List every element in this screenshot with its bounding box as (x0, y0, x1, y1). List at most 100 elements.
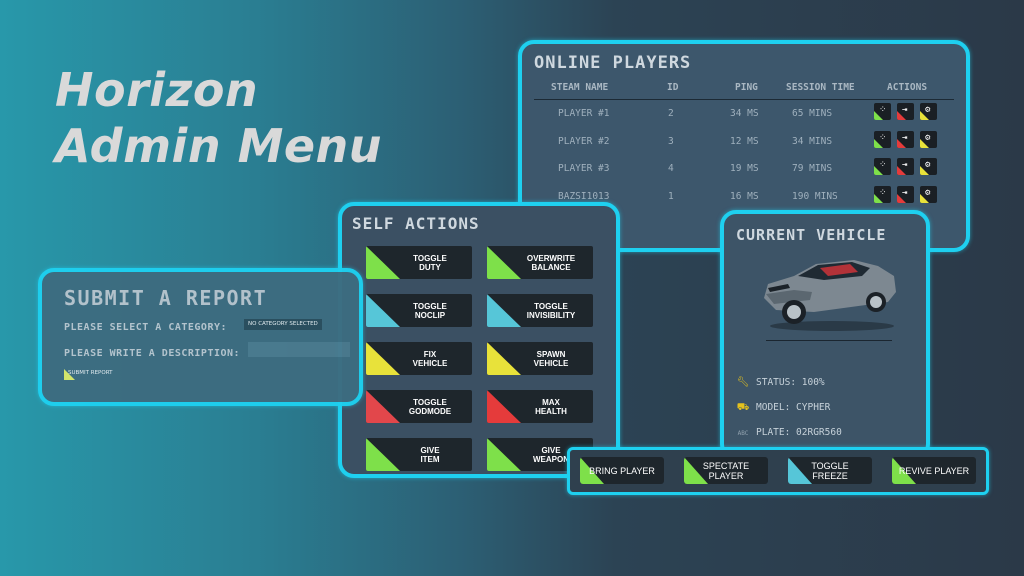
button-label: TOGGLE INVISIBILITY (526, 301, 576, 320)
crosshair-action-button[interactable]: ⁘ (874, 158, 891, 175)
header-id: ID (667, 82, 679, 93)
button-accent (366, 390, 400, 423)
plate-icon: ABC (737, 430, 749, 437)
player-id: 1 (668, 190, 674, 202)
toggle-invisibility-button[interactable]: TOGGLE INVISIBILITY (487, 294, 593, 327)
settings-action-button[interactable]: ⚙ (920, 103, 937, 120)
spectate-player-button[interactable]: SPECTATE PLAYER (684, 457, 768, 484)
crosshair-action-button[interactable]: ⁘ (874, 130, 891, 148)
button-label: TOGGLE DUTY (413, 253, 447, 272)
kick-action-button[interactable]: ⇥ (897, 158, 914, 175)
action-accent (920, 166, 929, 175)
button-label: TOGGLE FREEZE (811, 460, 849, 481)
table-divider (534, 99, 954, 100)
spawn-vehicle-button[interactable]: SPAWN VEHICLE (487, 342, 593, 375)
button-label: MAX HEALTH (535, 397, 567, 416)
player-ping: 16 MS (730, 190, 759, 202)
button-accent (366, 294, 400, 327)
button-accent (487, 390, 521, 423)
category-select[interactable]: NO CATEGORY SELECTED (244, 319, 322, 330)
vehicle-status: 🔧︎STATUS: 100% (736, 377, 825, 388)
row-actions: ⁘ ⇥ ⚙ (874, 130, 943, 148)
crosshair-action-button[interactable]: ⁘ (874, 103, 891, 120)
table-row: BAZSI1013 1 16 MS 190 MINS ⁘ ⇥ ⚙ (522, 184, 966, 210)
vehicle-plate-text: PLATE: 02RGR560 (756, 427, 842, 438)
settings-action-button[interactable]: ⚙ (920, 185, 937, 203)
header-session-time: SESSION TIME (786, 82, 855, 93)
vehicle-model-text: MODEL: CYPHER (756, 402, 831, 413)
vehicle-plate: ABC PLATE: 02RGR560 (736, 427, 842, 438)
button-accent (487, 438, 521, 471)
toggle-duty-button[interactable]: TOGGLE DUTY (366, 246, 472, 279)
action-accent (874, 111, 883, 120)
toggle-godmode-button[interactable]: TOGGLE GODMODE (366, 390, 472, 423)
button-accent (487, 294, 521, 327)
row-actions: ⁘ ⇥ ⚙ (874, 185, 943, 203)
kick-action-button[interactable]: ⇥ (897, 130, 914, 148)
button-accent (366, 342, 400, 375)
category-label: PLEASE SELECT A CATEGORY: (64, 322, 228, 333)
button-label: SPAWN VEHICLE (533, 349, 569, 368)
overwrite-balance-button[interactable]: OVERWRITE BALANCE (487, 246, 593, 279)
submit-report-button[interactable]: SUBMIT REPORT (64, 368, 124, 380)
player-name: PLAYER #2 (558, 135, 610, 147)
self-actions-title: SELF ACTIONS (352, 214, 480, 233)
action-accent (874, 138, 883, 148)
header-actions: ACTIONS (887, 82, 928, 93)
submit-report-accent (64, 369, 75, 380)
description-input[interactable] (248, 342, 350, 357)
player-ping: 34 MS (730, 108, 759, 119)
players-table-header: STEAM NAME ID PING SESSION TIME ACTIONS (522, 80, 966, 98)
button-accent (684, 457, 708, 484)
app-title: Horizon Admin Menu (55, 62, 382, 174)
button-label: FIX VEHICLE (412, 349, 448, 368)
player-name: BAZSI1013 (558, 190, 610, 202)
give-item-button[interactable]: GIVE ITEM (366, 438, 472, 471)
settings-action-button[interactable]: ⚙ (920, 130, 937, 148)
player-name: PLAYER #1 (558, 108, 610, 119)
player-session-time: 190 MINS (792, 190, 838, 202)
toggle-freeze-button[interactable]: TOGGLE FREEZE (788, 457, 872, 484)
button-label: TOGGLE GODMODE (408, 397, 452, 416)
button-accent (487, 342, 521, 375)
player-session-time: 65 MINS (792, 108, 833, 119)
car-icon: ⛟ (736, 402, 750, 413)
action-accent (897, 138, 906, 148)
kick-icon: ⇥ (902, 132, 908, 143)
player-ping: 12 MS (730, 135, 759, 147)
button-accent (366, 438, 400, 471)
submit-report-panel: SUBMIT A REPORT PLEASE SELECT A CATEGORY… (38, 268, 363, 406)
description-label: PLEASE WRITE A DESCRIPTION: (64, 348, 241, 359)
submit-report-title: SUBMIT A REPORT (64, 286, 268, 310)
online-players-title: ONLINE PLAYERS (534, 53, 692, 73)
max-health-button[interactable]: MAX HEALTH (487, 390, 593, 423)
crosshair-action-button[interactable]: ⁘ (874, 185, 891, 203)
header-steam-name: STEAM NAME (551, 82, 609, 93)
kick-action-button[interactable]: ⇥ (897, 185, 914, 203)
vehicle-divider (766, 340, 892, 341)
vehicle-model: ⛟ MODEL: CYPHER (736, 402, 831, 415)
button-accent (788, 457, 812, 484)
action-accent (897, 193, 906, 203)
row-actions: ⁘ ⇥ ⚙ (874, 158, 943, 175)
player-id: 2 (668, 108, 674, 119)
row-actions: ⁘ ⇥ ⚙ (874, 103, 943, 120)
button-label: TOGGLE NOCLIP (413, 301, 447, 320)
vehicle-image (764, 260, 896, 331)
settings-icon: ⚙ (925, 105, 931, 115)
kick-action-button[interactable]: ⇥ (897, 103, 914, 120)
bring-player-button[interactable]: BRING PLAYER (580, 457, 664, 484)
crosshair-icon: ⁘ (879, 132, 887, 143)
toggle-noclip-button[interactable]: TOGGLE NOCLIP (366, 294, 472, 327)
button-accent (487, 246, 521, 279)
button-label: BRING PLAYER (589, 465, 655, 476)
revive-player-button[interactable]: REVIVE PLAYER (892, 457, 976, 484)
settings-icon: ⚙ (925, 132, 931, 143)
button-accent (892, 457, 916, 484)
fix-vehicle-button[interactable]: FIX VEHICLE (366, 342, 472, 375)
vehicle-status-text: STATUS: 100% (756, 377, 825, 388)
settings-action-button[interactable]: ⚙ (920, 158, 937, 175)
action-accent (897, 111, 906, 120)
